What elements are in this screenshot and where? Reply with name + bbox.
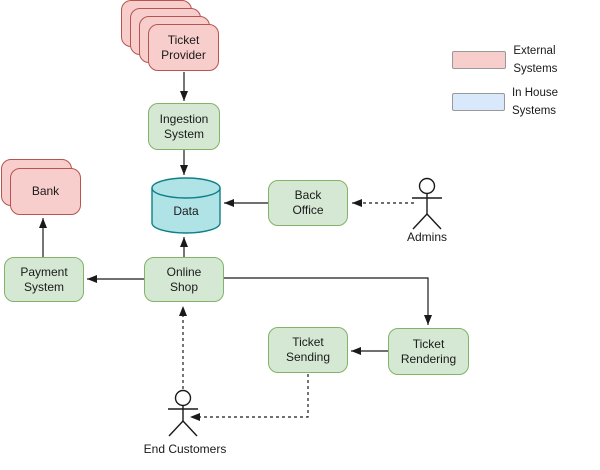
admins-actor-icon — [412, 177, 442, 230]
legend: External Systems In House Systems — [452, 42, 600, 120]
node-online-shop: Online Shop — [144, 257, 224, 302]
legend-item-in-house-systems: In House Systems — [452, 84, 600, 120]
node-ticket-provider-label: Ticket Provider — [161, 32, 206, 62]
node-ticket-sending: Ticket Sending — [268, 327, 348, 373]
admins-actor-label: Admins — [406, 230, 447, 244]
node-bank: Bank — [10, 168, 81, 215]
node-data-store-label: Data — [173, 204, 199, 218]
legend-label-in-house: In House Systems — [511, 87, 558, 117]
node-back-office-label: Back Office — [292, 188, 324, 217]
node-ticket-rendering: Ticket Rendering — [388, 328, 469, 375]
edge-ticket-sending-to-end-customers — [190, 374, 309, 421]
node-ticket-provider: Ticket Provider — [148, 24, 219, 71]
node-online-shop-label: Online Shop — [166, 264, 202, 294]
node-ingestion-system-label: Ingestion System — [159, 111, 209, 141]
node-bank-label: Bank — [31, 184, 60, 198]
end-customers-actor-icon — [168, 389, 198, 437]
end-customers-actor-label: End Customers — [143, 442, 227, 456]
edge-online-shop-to-ticket-rendering — [224, 277, 432, 325]
database-cylinder-icon — [151, 177, 221, 234]
node-ticket-rendering-label: Ticket Rendering — [400, 336, 457, 366]
node-back-office: Back Office — [268, 180, 348, 226]
legend-label-external: External Systems — [513, 45, 558, 75]
node-payment-system-label: Payment System — [20, 264, 68, 294]
node-data-store: Data — [150, 176, 222, 235]
legend-item-external-systems: External Systems — [452, 42, 600, 78]
legend-swatch-external — [452, 51, 507, 69]
legend-swatch-in-house — [452, 93, 505, 111]
node-ticket-sending-label: Ticket Sending — [285, 335, 331, 364]
node-ingestion-system: Ingestion System — [148, 103, 220, 150]
node-payment-system: Payment System — [4, 257, 84, 302]
